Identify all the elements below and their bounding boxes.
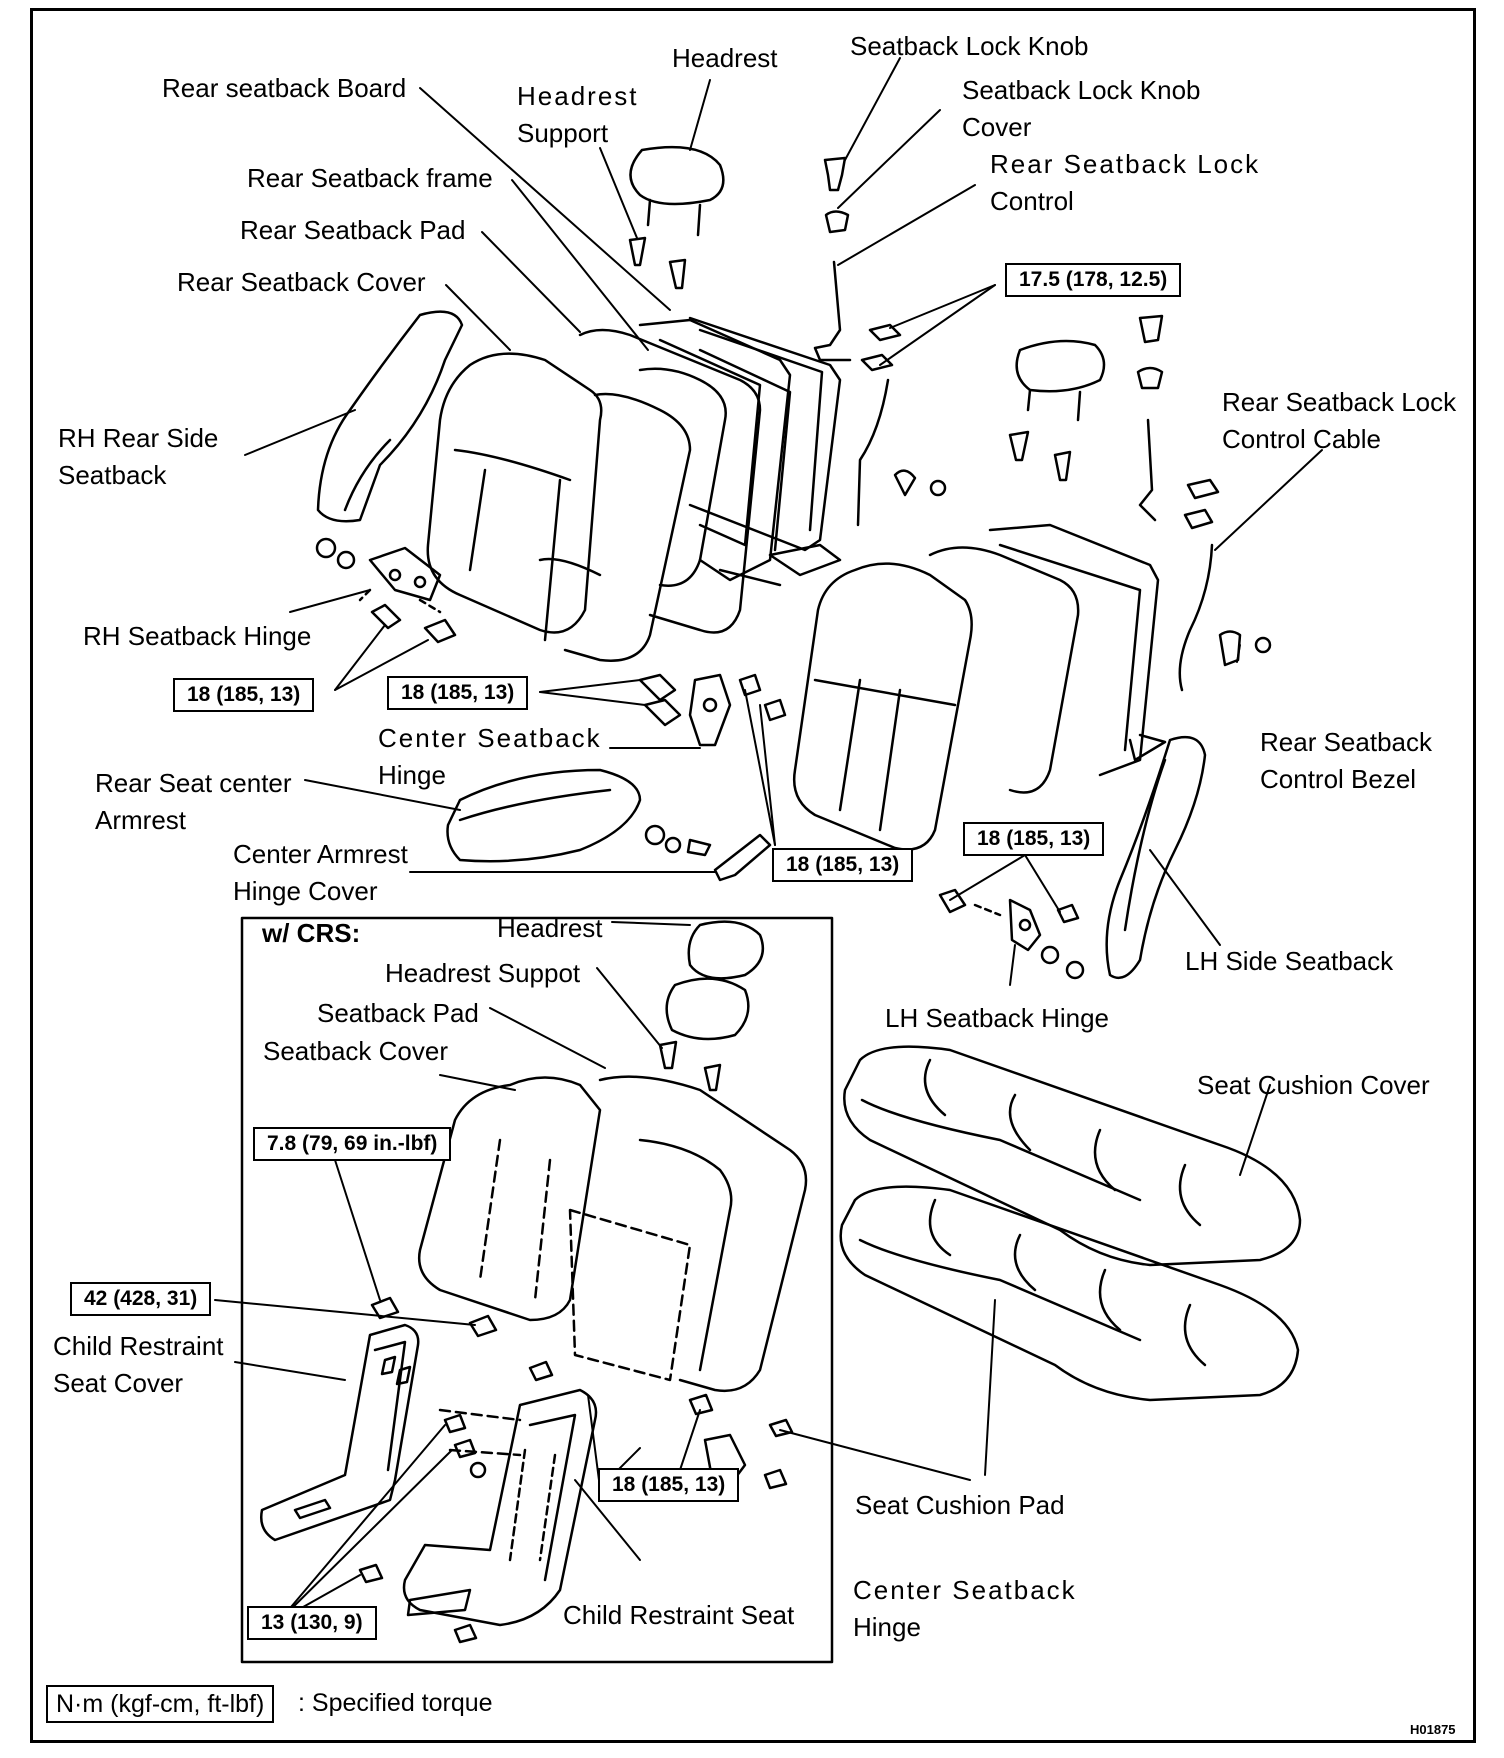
label-rear-seatback-lock-control: Rear Seatback Lock Control (990, 146, 1260, 220)
torque-crs-seat: 13 (130, 9) (247, 1606, 377, 1640)
crs-title: w/ CRS: (262, 918, 361, 948)
right-lock-knob-part (1136, 314, 1220, 530)
label-rh-rear-side-seatback-line2: Seatback (58, 460, 167, 490)
crs-seatback-part (417, 1075, 808, 1393)
label-rh-rear-side-seatback-line1: RH Rear Side (58, 423, 219, 453)
label-lh-side-seatback: LH Side Seatback (1185, 946, 1394, 976)
rh-rear-side-seatback-part (316, 310, 464, 523)
torque-lh-hinge: 18 (185, 13) (963, 822, 1105, 856)
label-lock-control-cable-line2: Control Cable (1222, 424, 1381, 454)
rear-seatback-lock-control-part (813, 260, 947, 527)
rear-seatback-cover-part (426, 352, 692, 662)
seat-cushion-pad-part (839, 1185, 1300, 1402)
torque-armrest-hinge: 18 (185, 13) (772, 848, 914, 882)
crs-label-headrest-support: Headrest Suppot (385, 958, 581, 988)
leader-lines (214, 57, 1323, 1621)
label-headrest: Headrest (672, 43, 778, 73)
rh-seatback-hinge-part (315, 537, 457, 644)
child-restraint-seat-part (402, 1388, 598, 1627)
label-center-armrest-hinge-cover: Center Armrest Hinge Cover (233, 836, 408, 910)
rear-seatback-board-part (688, 316, 842, 552)
label-headrest-support-line1: Headrest (517, 81, 639, 111)
label-center-seatback-hinge: Center Seatback Hinge (378, 720, 602, 794)
label-center-seatback-hinge-line1: Center Seatback (378, 723, 602, 753)
crs-label-seatback-cover: Seatback Cover (263, 1036, 448, 1066)
label-rear-seat-center-armrest: Rear Seat center Armrest (95, 765, 292, 839)
label-center-seatback-hinge-lower-line1: Center Seatback (853, 1575, 1077, 1605)
label-headrest-support-line2: Support (517, 118, 609, 148)
headrest-part (628, 145, 725, 290)
label-rear-seatback-control-bezel: Rear Seatback Control Bezel (1260, 724, 1432, 798)
label-seatback-lock-knob-cover-line2: Cover (962, 112, 1032, 142)
crs-label-seat-cover-line1: Child Restraint (53, 1331, 224, 1361)
legend-text: : Specified torque (298, 1689, 493, 1717)
diagram-frame (30, 8, 1476, 1743)
label-center-armrest-hinge-cover-line2: Hinge Cover (233, 876, 378, 906)
child-restraint-seat-cover-part (260, 1323, 420, 1542)
torque-crs-hinge: 18 (185, 13) (598, 1468, 740, 1502)
label-rear-seat-center-armrest-line2: Armrest (95, 805, 186, 835)
label-lock-control-cable-line1: Rear Seatback Lock (1222, 387, 1457, 417)
right-seatback-cover-part (792, 562, 973, 851)
label-rear-seatback-cover: Rear Seatback Cover (177, 267, 426, 297)
label-headrest-support: Headrest Support (517, 78, 639, 152)
legend-unit-box: N·m (kgf-cm, ft-lbf) (46, 1685, 275, 1723)
crs-label-headrest: Headrest (497, 913, 603, 943)
crs-inset-box (240, 916, 834, 1664)
label-seatback-lock-knob-cover-line1: Seatback Lock Knob (962, 75, 1201, 105)
label-seatback-lock-knob-cover: Seatback Lock Knob Cover (962, 72, 1201, 146)
crs-label-seat-cover-line2: Seat Cover (53, 1368, 184, 1398)
label-rear-seatback-lock-control-line2: Control (990, 186, 1074, 216)
label-rear-seatback-lock-control-line1: Rear Seatback Lock (990, 149, 1261, 179)
label-center-seatback-hinge-line2: Hinge (378, 760, 446, 790)
label-rear-seatback-board: Rear seatback Board (162, 73, 407, 103)
lh-side-seatback-part (1105, 735, 1207, 980)
label-rear-seatback-frame: Rear Seatback frame (247, 163, 493, 193)
label-control-bezel-line1: Rear Seatback (1260, 727, 1432, 757)
label-lh-seatback-hinge: LH Seatback Hinge (885, 1003, 1110, 1033)
crs-label-child-restraint-seat: Child Restraint Seat (563, 1600, 795, 1630)
crs-label-seatback-pad: Seatback Pad (317, 998, 479, 1028)
label-center-seatback-hinge-lower: Center Seatback Hinge (853, 1572, 1077, 1646)
label-rh-seatback-hinge: RH Seatback Hinge (83, 621, 312, 651)
label-seat-cushion-pad: Seat Cushion Pad (855, 1490, 1065, 1520)
rear-seat-center-armrest-part (446, 768, 642, 863)
label-seat-cushion-cover: Seat Cushion Cover (1197, 1070, 1430, 1100)
rear-seatback-lock-control-cable-part (1178, 543, 1214, 692)
torque-rh-hinge: 18 (185, 13) (173, 678, 315, 712)
rear-seatback-pad-part (578, 328, 762, 634)
seat-cushion-cover-part (843, 1045, 1302, 1267)
torque-crs-anchor: 42 (428, 31) (70, 1282, 212, 1316)
center-seatback-hinge-part (638, 673, 787, 747)
label-seatback-lock-knob: Seatback Lock Knob (850, 31, 1089, 61)
crs-label-child-restraint-seat-cover: Child Restraint Seat Cover (53, 1328, 224, 1402)
label-rear-seat-center-armrest-line1: Rear Seat center (95, 768, 292, 798)
label-rear-seatback-pad: Rear Seatback Pad (240, 215, 466, 245)
crs-headrest-part (658, 920, 765, 1092)
torque-center-hinge: 18 (185, 13) (387, 676, 529, 710)
right-seatback-frame-part (928, 523, 1167, 794)
label-center-armrest-hinge-cover-line1: Center Armrest (233, 839, 408, 869)
right-headrest-part (1008, 339, 1106, 482)
rear-seatback-frame-part (638, 318, 842, 587)
seatback-lock-knob-part (823, 156, 850, 234)
figure-id: H01875 (1410, 1722, 1456, 1737)
label-control-bezel-line2: Control Bezel (1260, 764, 1417, 794)
rear-seatback-control-bezel-part (1218, 630, 1272, 667)
lh-seatback-hinge-part (938, 888, 1085, 980)
torque-crs-upper: 7.8 (79, 69 in.-lbf) (253, 1127, 452, 1161)
label-center-seatback-hinge-lower-line2: Hinge (853, 1612, 921, 1642)
torque-lock-control: 17.5 (178, 12.5) (1005, 263, 1182, 297)
center-armrest-hinge-cover-part (644, 824, 772, 882)
label-rear-seatback-lock-control-cable: Rear Seatback Lock Control Cable (1222, 384, 1456, 458)
label-rh-rear-side-seatback: RH Rear Side Seatback (58, 420, 218, 494)
